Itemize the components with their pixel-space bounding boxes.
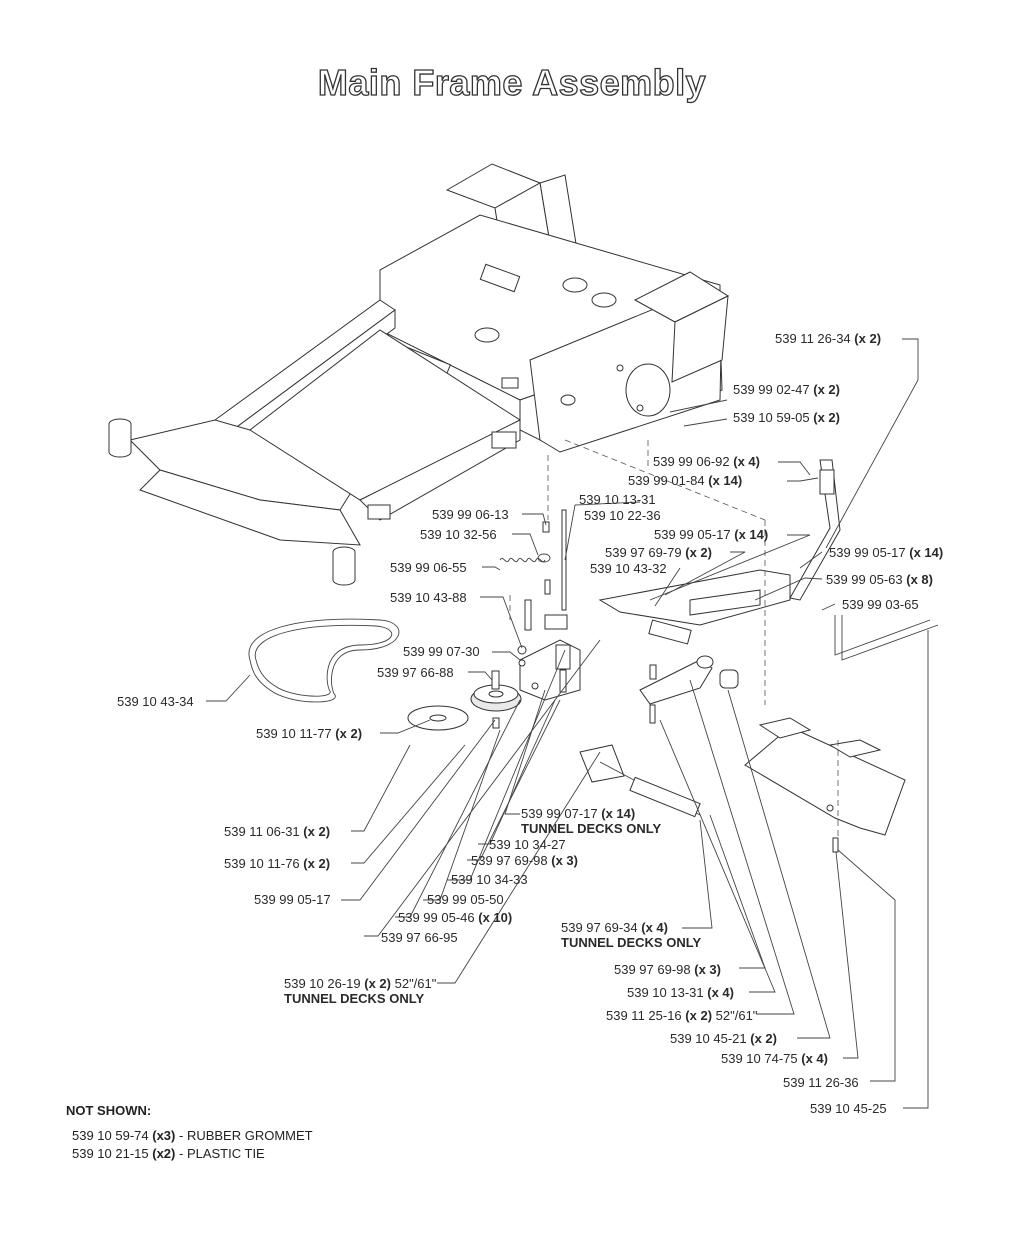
callout-539-99-05-46: 539 99 05-46 (x 10) (398, 910, 513, 925)
callout-539-99-07-30: 539 99 07-30 (403, 644, 480, 659)
main-frame (108, 163, 730, 586)
not-shown-heading: NOT SHOWN: (66, 1103, 152, 1118)
callout-539-10-74-75: 539 10 74-75 (x 4) (721, 1051, 828, 1066)
callout-539-11-25-16: 539 11 25-16 (x 2) 52"/61" (606, 1008, 758, 1023)
spring (499, 557, 546, 563)
callout-539-10-26-19: 539 10 26-19 (x 2) 52"/61"TUNNEL DECKS O… (284, 976, 437, 1006)
not-shown-item: 539 10 21-15 (x2) - PLASTIC TIE (72, 1146, 265, 1161)
drive-belt (248, 618, 400, 703)
callout-539-97-66-95: 539 97 66-95 (381, 930, 458, 945)
callout-539-10-13-31-b: 539 10 13-31 (x 4) (627, 985, 734, 1000)
callout-539-99-02-47: 539 99 02-47 (x 2) (733, 382, 840, 397)
callout-539-10-34-33: 539 10 34-33 (451, 872, 528, 887)
callout-539-99-05-17-b: 539 99 05-17 (x 14) (829, 545, 944, 560)
callout-539-10-13-31: 539 10 13-31 (579, 492, 656, 507)
callout-539-99-07-17: 539 99 07-17 (x 14)TUNNEL DECKS ONLY (521, 806, 662, 836)
callout-539-10-11-77: 539 10 11-77 (x 2) (256, 726, 363, 741)
callout-539-99-05-63: 539 99 05-63 (x 8) (826, 572, 933, 587)
callout-539-97-66-88: 539 97 66-88 (377, 665, 454, 680)
callout-539-11-26-34: 539 11 26-34 (x 2) (775, 331, 882, 346)
page-title: Main Frame Assembly (317, 61, 707, 103)
callout-539-99-06-13: 539 99 06-13 (432, 507, 509, 522)
leader-lines (206, 338, 929, 1109)
callout-539-11-26-36: 539 11 26-36 (783, 1075, 859, 1090)
callout-539-99-05-17-a: 539 99 05-17 (x 14) (654, 527, 769, 542)
callout-539-10-45-25: 539 10 45-25 (810, 1101, 887, 1116)
callout-539-10-59-05: 539 10 59-05 (x 2) (733, 410, 840, 425)
callout-539-11-06-31: 539 11 06-31 (x 2) (224, 824, 331, 839)
callout-539-99-06-92: 539 99 06-92 (x 4) (653, 454, 760, 469)
callout-539-99-01-84: 539 99 01-84 (x 14) (628, 473, 743, 488)
callout-539-10-45-21: 539 10 45-21 (x 2) (670, 1031, 777, 1046)
callout-539-10-43-34: 539 10 43-34 (117, 694, 194, 709)
callout-539-97-69-98-a: 539 97 69-98 (x 3) (471, 853, 578, 868)
callout-539-97-69-79: 539 97 69-79 (x 2) (605, 545, 712, 560)
idler-pulley (407, 705, 469, 731)
callout-539-99-05-17-c: 539 99 05-17 (254, 892, 331, 907)
callout-539-99-03-65: 539 99 03-65 (842, 597, 919, 612)
callout-539-99-05-50: 539 99 05-50 (427, 892, 504, 907)
callout-539-10-11-76: 539 10 11-76 (x 2) (224, 856, 331, 871)
callout-539-10-32-56: 539 10 32-56 (420, 527, 497, 542)
callout-539-99-06-55: 539 99 06-55 (390, 560, 467, 575)
callout-539-97-69-34: 539 97 69-34 (x 4)TUNNEL DECKS ONLY (561, 920, 702, 950)
callout-539-10-34-27: 539 10 34-27 (489, 837, 566, 852)
callout-539-10-22-36: 539 10 22-36 (584, 508, 661, 523)
callout-539-97-69-98-b: 539 97 69-98 (x 3) (614, 962, 721, 977)
callout-539-10-43-32: 539 10 43-32 (590, 561, 667, 576)
callout-539-10-43-88: 539 10 43-88 (390, 590, 467, 605)
not-shown-item: 539 10 59-74 (x3) - RUBBER GROMMET (72, 1128, 313, 1143)
drive-pulley (470, 684, 522, 712)
